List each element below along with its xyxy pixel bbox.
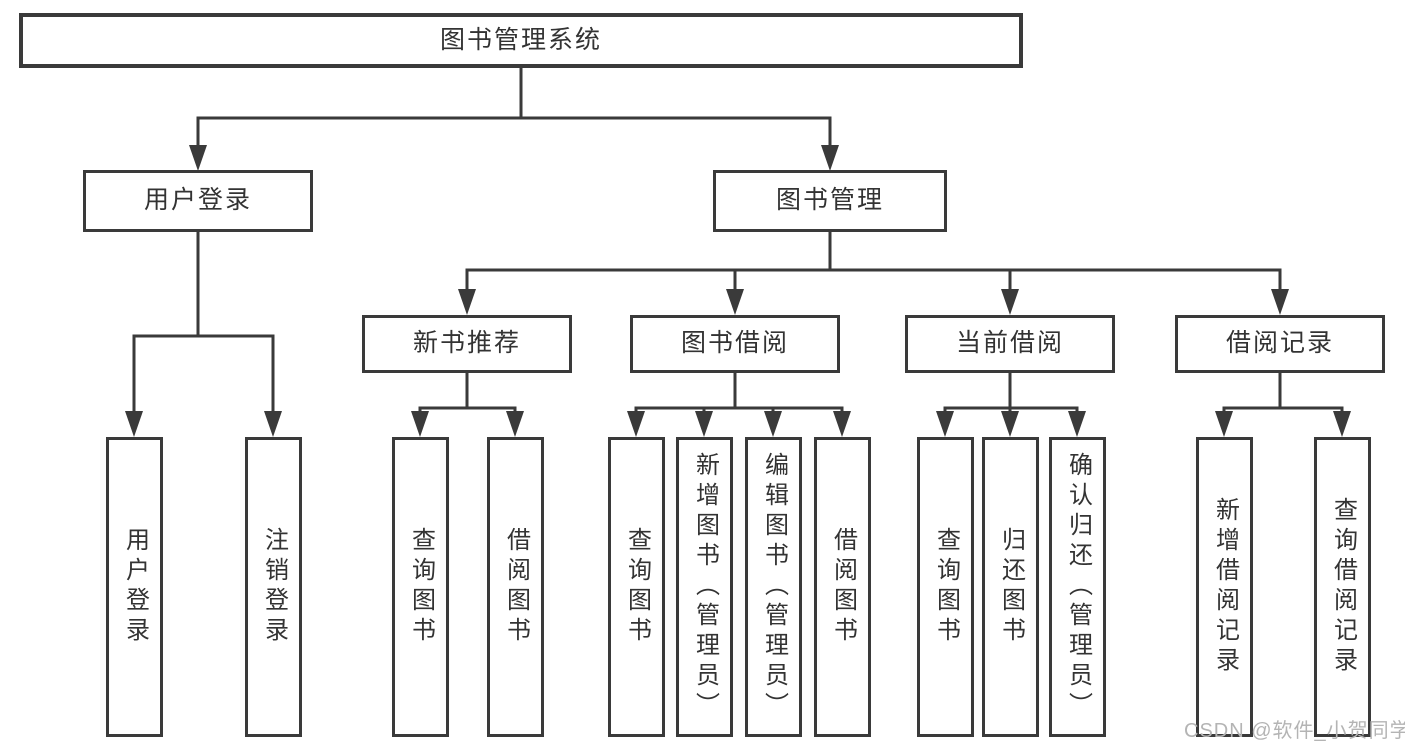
leaf-query-books-recommend: 查询图书: [392, 437, 449, 737]
leaf-return-books: 归还图书: [982, 437, 1039, 737]
leaf-confirm-return-admin: 确认归还（管理员）: [1049, 437, 1106, 737]
leaf-borrow-books-recommend: 借阅图书: [487, 437, 544, 737]
node-book-management: 图书管理: [713, 170, 947, 232]
leaf-user-login: 用户登录: [106, 437, 163, 737]
leaf-add-book-admin: 新增图书（管理员）: [676, 437, 733, 737]
leaf-add-borrow-record: 新增借阅记录: [1196, 437, 1253, 737]
node-user-login: 用户登录: [83, 170, 313, 232]
leaf-query-books-current: 查询图书: [917, 437, 974, 737]
leaf-query-books-borrow-label: 查询图书: [623, 527, 651, 647]
leaf-return-books-label: 归还图书: [997, 527, 1025, 647]
leaf-borrow-books: 借阅图书: [814, 437, 871, 737]
leaf-user-login-label: 用户登录: [121, 527, 149, 647]
root-box-library-system: 图书管理系统: [19, 13, 1023, 68]
leaf-edit-book-admin-label: 编辑图书（管理员）: [760, 452, 788, 722]
node-current-borrow: 当前借阅: [905, 315, 1115, 373]
leaf-query-books-current-label: 查询图书: [932, 527, 960, 647]
leaf-query-borrow-record: 查询借阅记录: [1314, 437, 1371, 737]
leaf-add-borrow-record-label: 新增借阅记录: [1211, 497, 1239, 677]
leaf-borrow-books-label: 借阅图书: [829, 527, 857, 647]
node-new-book-recommend: 新书推荐: [362, 315, 572, 373]
leaf-query-borrow-record-label: 查询借阅记录: [1329, 497, 1357, 677]
leaf-logout-label: 注销登录: [260, 527, 288, 647]
leaf-borrow-books-recommend-label: 借阅图书: [502, 527, 530, 647]
leaf-query-books-recommend-label: 查询图书: [407, 527, 435, 647]
leaf-logout: 注销登录: [245, 437, 302, 737]
leaf-add-book-admin-label: 新增图书（管理员）: [691, 452, 719, 722]
leaf-confirm-return-admin-label: 确认归还（管理员）: [1064, 452, 1092, 722]
leaf-edit-book-admin: 编辑图书（管理员）: [745, 437, 802, 737]
leaf-query-books-borrow: 查询图书: [608, 437, 665, 737]
node-borrow-records: 借阅记录: [1175, 315, 1385, 373]
watermark-csdn: CSDN @软件_小贺同学: [1184, 720, 1405, 742]
node-book-borrow: 图书借阅: [630, 315, 840, 373]
